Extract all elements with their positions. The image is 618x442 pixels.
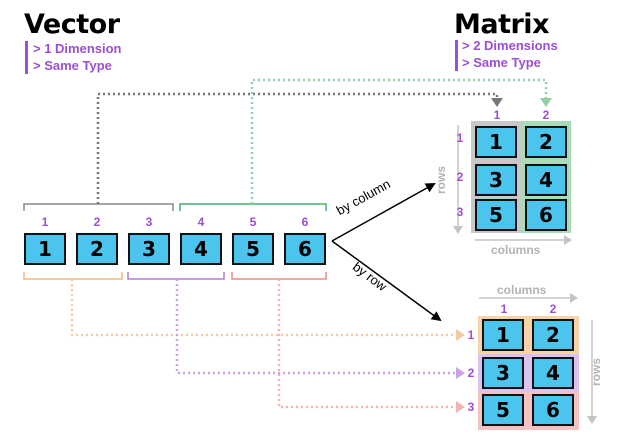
vector-cell: 1 bbox=[24, 233, 66, 265]
bracket-pair-5-6 bbox=[231, 272, 327, 280]
by-row-arrow bbox=[331, 240, 442, 322]
connector-to-column-2 bbox=[250, 78, 548, 204]
vector-cell: 2 bbox=[76, 233, 118, 265]
matrix-note-dimensions: > 2 Dimensions bbox=[462, 38, 558, 53]
bracket-pair-3-4 bbox=[127, 272, 225, 280]
vector-cell: 4 bbox=[180, 233, 222, 265]
column-matrix-row-index: 3 bbox=[456, 205, 464, 219]
vector-index: 2 bbox=[93, 215, 101, 229]
column-matrix-row-index: 1 bbox=[456, 131, 464, 145]
vector-index: 5 bbox=[249, 215, 257, 229]
column-matrix-cell: 6 bbox=[525, 199, 567, 231]
matrix-title: Matrix bbox=[454, 9, 549, 40]
column-2-arrowhead bbox=[540, 98, 552, 107]
connector-to-row-1 bbox=[70, 279, 456, 337]
bracket-last-three bbox=[179, 203, 327, 211]
bracket-pair-1-2 bbox=[23, 272, 123, 280]
matrix-note-type: > Same Type bbox=[462, 55, 541, 70]
column-matrix-cell: 5 bbox=[475, 199, 517, 231]
column-matrix-col-index: 1 bbox=[493, 108, 501, 122]
connector-to-column-1 bbox=[96, 92, 499, 204]
bracket-first-three bbox=[23, 203, 174, 211]
column-matrix-cell: 1 bbox=[475, 126, 517, 158]
row-matrix-row-index: 1 bbox=[467, 328, 475, 342]
row-matrix-col-index: 1 bbox=[500, 302, 508, 316]
matrix-notes-bar bbox=[455, 40, 458, 71]
column-matrix-col-index: 2 bbox=[542, 108, 550, 122]
row-matrix-cell: 2 bbox=[532, 319, 574, 351]
vector-notes-bar bbox=[25, 41, 28, 74]
row-matrix-columns-label: columns bbox=[497, 283, 547, 297]
vector-note-dimension: > 1 Dimension bbox=[33, 41, 122, 56]
vector-cell: 5 bbox=[232, 233, 274, 265]
vector-index: 4 bbox=[197, 215, 205, 229]
vector-index: 3 bbox=[145, 215, 153, 229]
column-matrix-cell: 4 bbox=[525, 164, 567, 196]
vector-note-type: > Same Type bbox=[33, 58, 112, 73]
row-1-arrowhead bbox=[456, 329, 465, 341]
column-matrix-columns-label: columns bbox=[491, 243, 541, 257]
vector-index: 6 bbox=[301, 215, 309, 229]
row-matrix-cell: 5 bbox=[482, 394, 524, 426]
vector-title: Vector bbox=[24, 9, 120, 40]
row-matrix-row-index: 2 bbox=[467, 366, 475, 380]
column-matrix-cell: 2 bbox=[525, 126, 567, 158]
row-matrix-cell: 1 bbox=[482, 319, 524, 351]
column-matrix-cell: 3 bbox=[475, 164, 517, 196]
vector-cell: 6 bbox=[284, 233, 326, 265]
connector-to-row-2 bbox=[175, 279, 456, 375]
row-3-arrowhead bbox=[456, 401, 465, 413]
column-matrix-row-index: 2 bbox=[456, 170, 464, 184]
column-1-arrowhead bbox=[491, 98, 503, 107]
by-column-arrow bbox=[331, 183, 436, 242]
row-matrix-cell: 4 bbox=[532, 357, 574, 389]
row-matrix-cell: 3 bbox=[482, 357, 524, 389]
row-matrix-rows-label: rows bbox=[589, 358, 603, 387]
column-matrix-rows-label: rows bbox=[434, 166, 448, 195]
row-matrix-col-index: 2 bbox=[549, 302, 557, 316]
connector-to-row-3 bbox=[277, 279, 456, 409]
row-matrix-cell: 6 bbox=[532, 394, 574, 426]
row-matrix-row-index: 3 bbox=[467, 400, 475, 414]
vector-cell: 3 bbox=[128, 233, 170, 265]
vector-index: 1 bbox=[41, 215, 49, 229]
row-2-arrowhead bbox=[456, 367, 465, 379]
